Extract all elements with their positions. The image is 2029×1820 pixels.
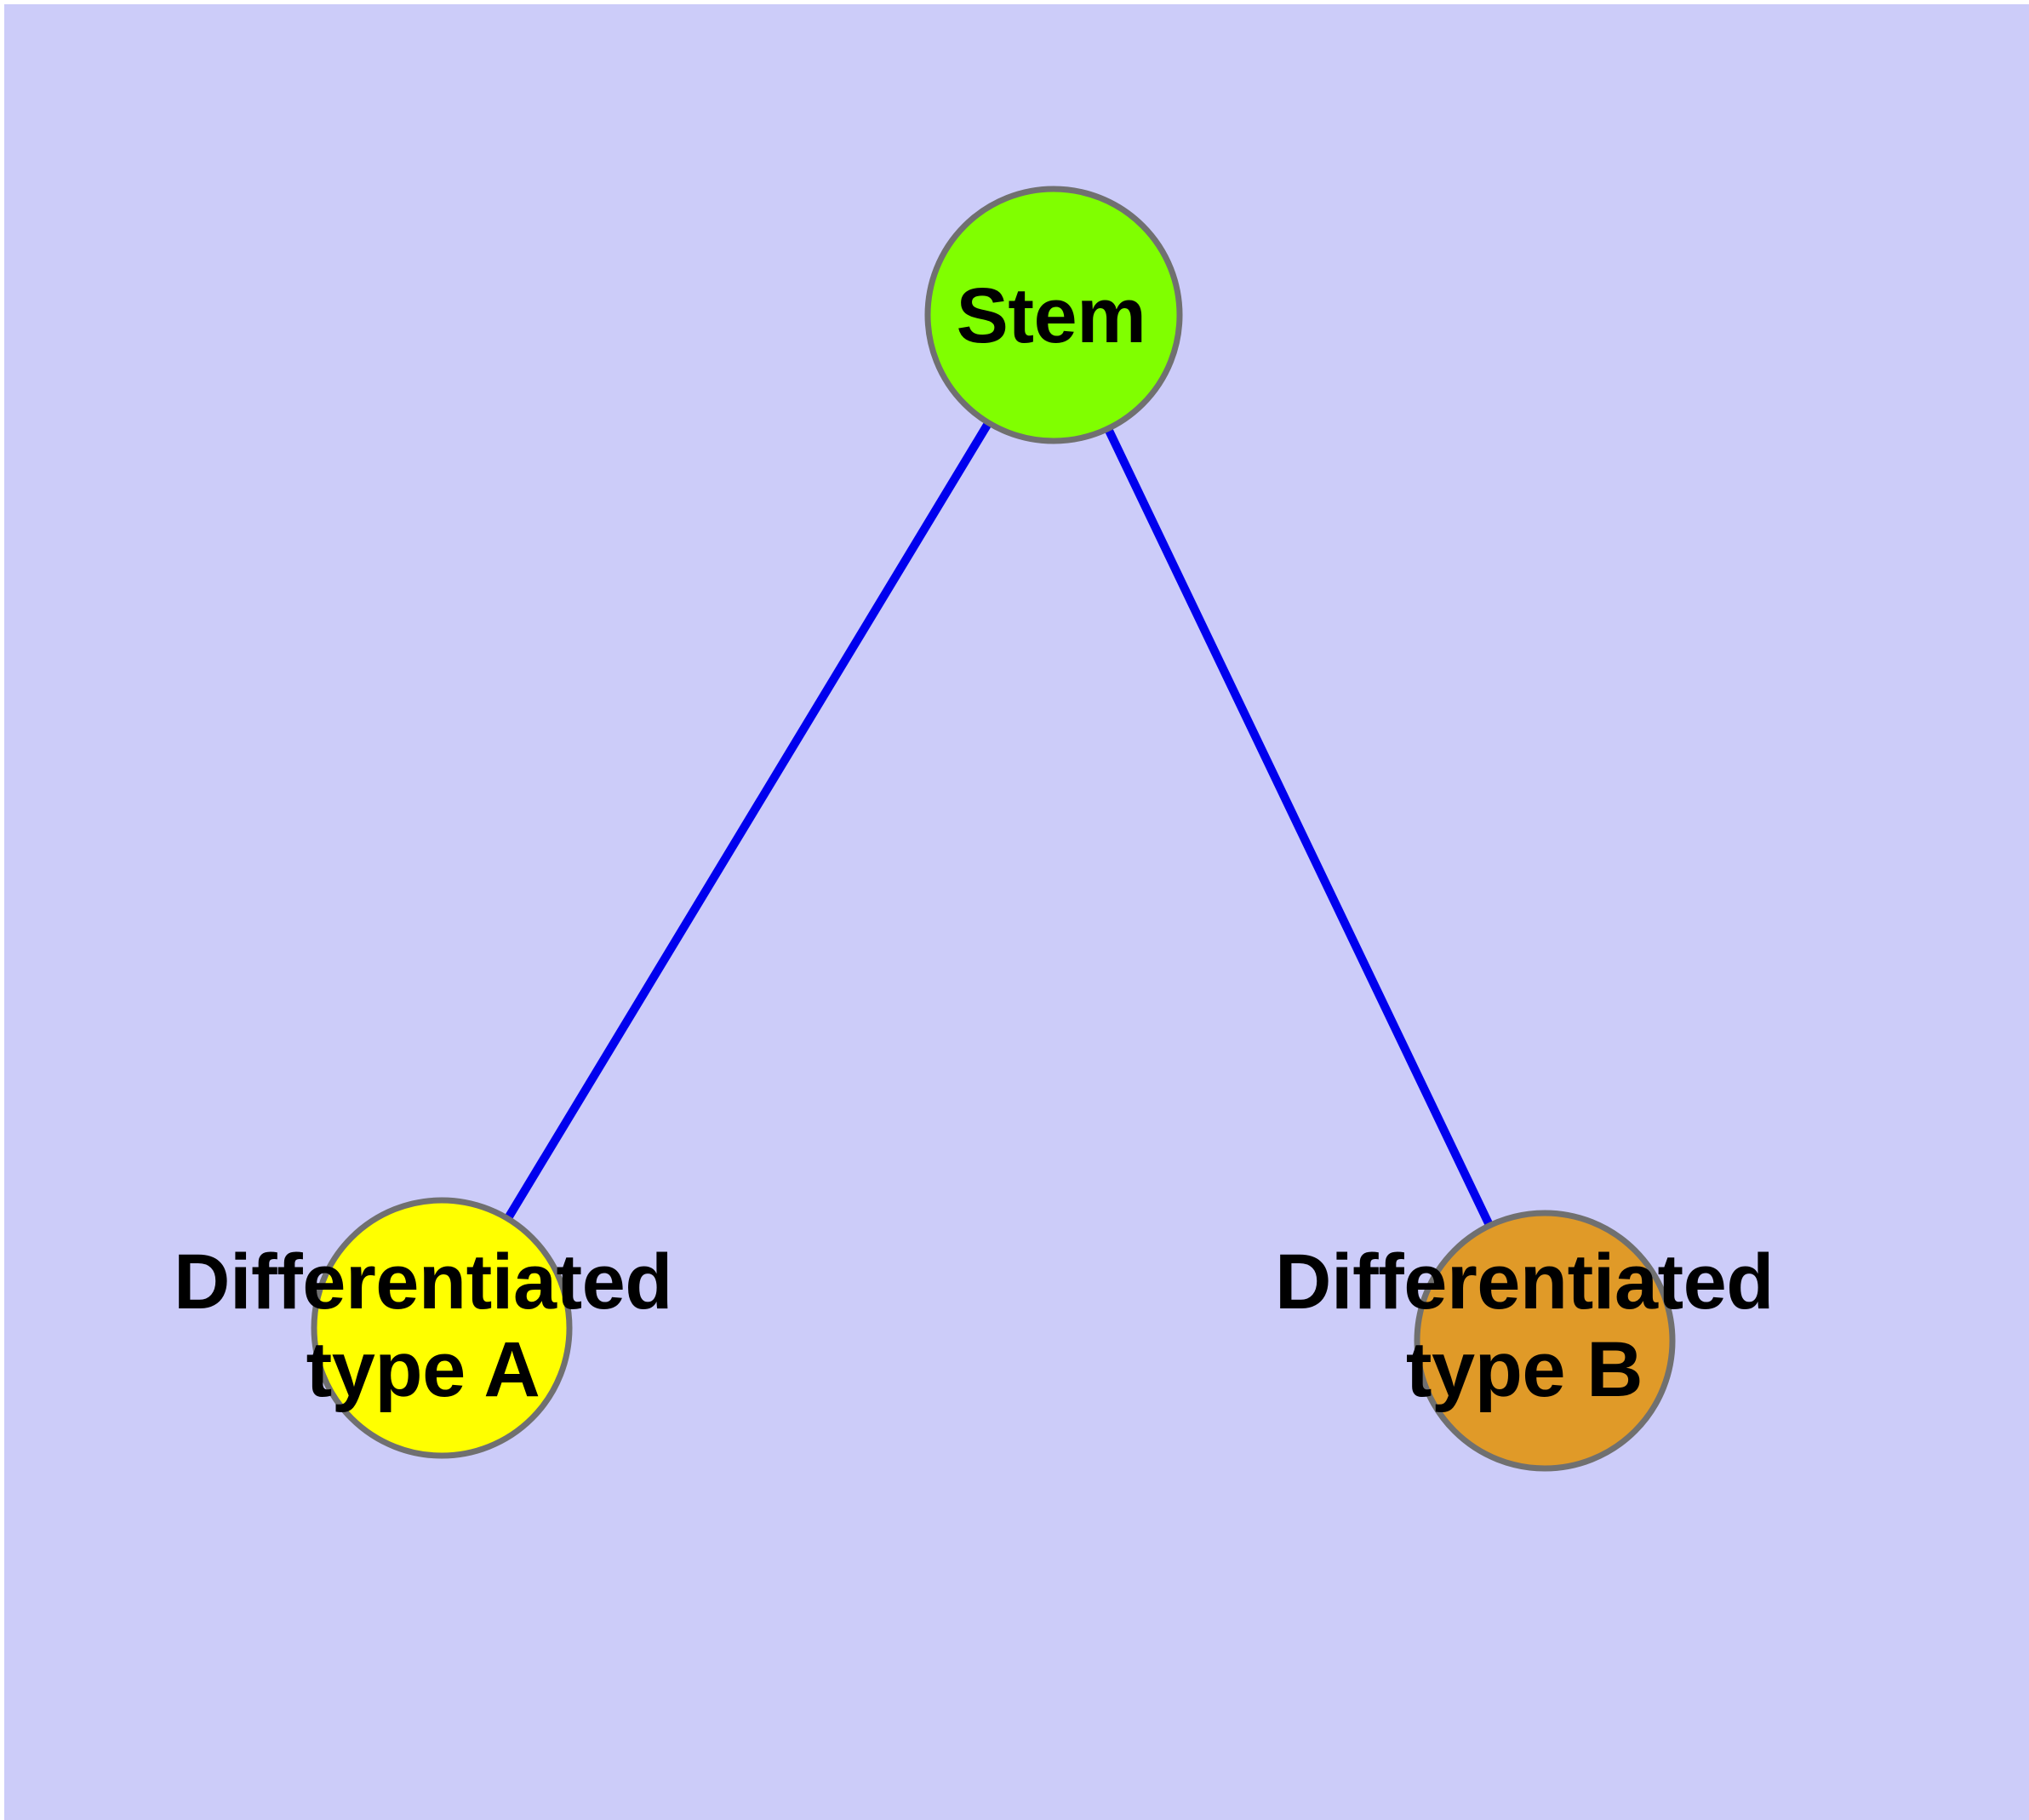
- node-diff-b-circle[interactable]: [1414, 1210, 1676, 1472]
- edge-layer: [437, 312, 1549, 1343]
- node-stem-circle[interactable]: [924, 186, 1183, 444]
- edge-stem-to-diff-b: [1049, 312, 1549, 1343]
- node-diff-a-circle[interactable]: [311, 1197, 573, 1459]
- node-layer: [311, 186, 1676, 1472]
- edge-stem-to-diff-a: [437, 312, 1058, 1331]
